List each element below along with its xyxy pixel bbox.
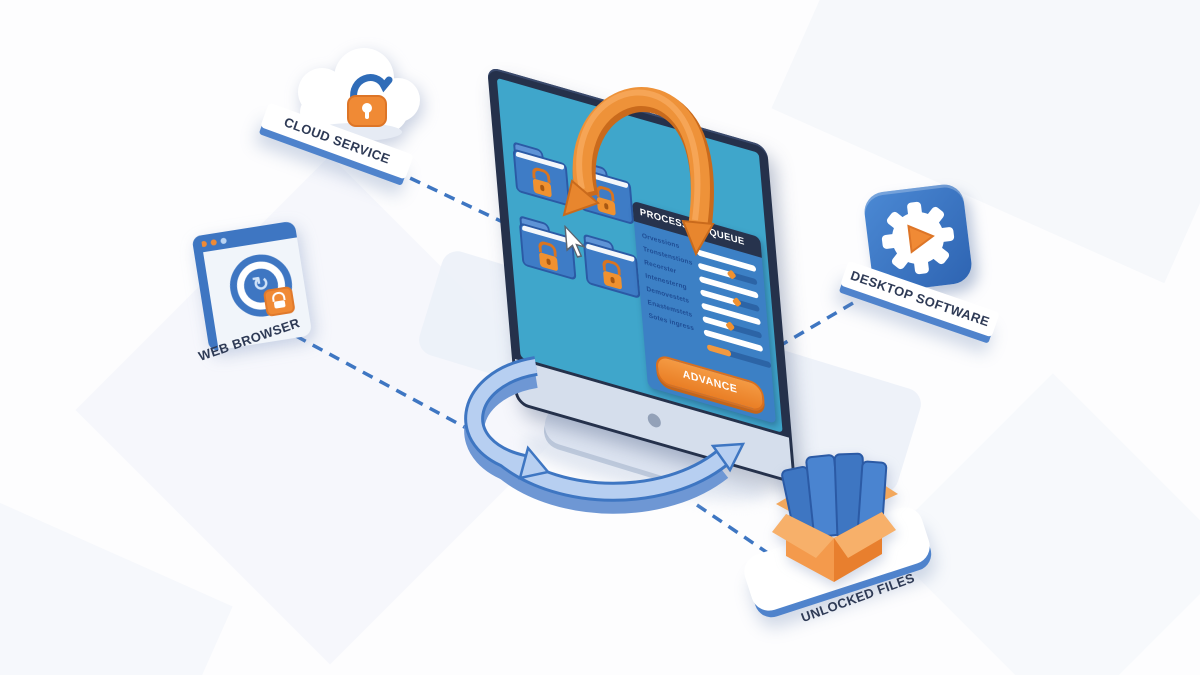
lock-badge-icon (262, 285, 296, 318)
connector-cloud-to-monitor (392, 168, 508, 226)
cursor-icon (564, 224, 587, 258)
monitor-logo-dot (647, 411, 662, 430)
lock-icon (531, 165, 552, 198)
lock-icon (537, 239, 559, 272)
progress-dot (726, 269, 737, 280)
processing-queue-panel: PROCESSING QUEUE Orvessions Tronstenstio… (632, 200, 777, 424)
connector-desktop-to-monitor (782, 301, 854, 346)
background-facet (883, 373, 1200, 675)
lock-icon (601, 257, 623, 290)
background-facet (771, 0, 1200, 284)
locked-folder (576, 159, 635, 226)
lock-icon (595, 184, 616, 216)
locked-folder (582, 233, 641, 300)
progress-dot (725, 320, 736, 331)
monitor: PROCESSING QUEUE Orvessions Tronstenstio… (487, 66, 796, 485)
locked-folder (512, 141, 571, 207)
window-dot (210, 238, 218, 246)
gear-play-icon (881, 201, 955, 275)
desktop-software-icon (862, 182, 974, 294)
open-box-files-icon (772, 452, 898, 582)
window-dot (220, 236, 227, 244)
monitor-screen: PROCESSING QUEUE Orvessions Tronstenstio… (496, 77, 783, 433)
